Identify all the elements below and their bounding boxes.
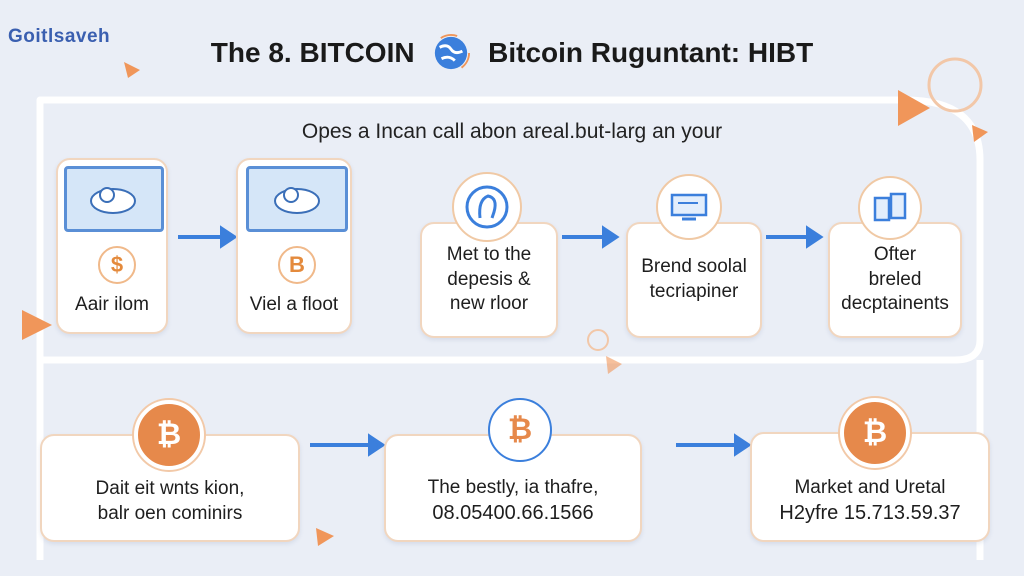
device-icon <box>656 174 722 240</box>
step-value: 08.05400.66.1566 <box>432 502 594 525</box>
flow-step-4: Brend soolal tecriapiner <box>626 222 762 338</box>
step-label: Dait eit wnts kion, balr oen cominirs <box>95 478 245 524</box>
triangle-decoration <box>316 528 334 546</box>
step-label: Aair ilom <box>75 294 149 316</box>
ring-decoration <box>587 329 609 351</box>
globe-icon <box>432 34 471 72</box>
documents-icon <box>858 176 922 240</box>
monitor-icon <box>246 166 348 232</box>
triangle-decoration <box>606 356 622 374</box>
step-label: The bestly, ia thafre, <box>427 476 599 498</box>
triangle-decoration <box>972 125 988 142</box>
step-label: Market and Uretal <box>794 476 946 498</box>
triangle-decoration <box>124 62 140 78</box>
step-label: Brend soolal tecriapiner <box>641 256 747 302</box>
ring-decoration <box>927 57 983 113</box>
flow-step-5: Ofter breled decptainents <box>828 222 962 338</box>
title-right: Bitcoin Ruguntant: HIBT <box>488 37 814 68</box>
flow-step-2: B Viel a floot <box>236 158 352 334</box>
head-icon <box>452 172 522 242</box>
arrow-icon <box>562 225 620 249</box>
step-label: Ofter breled decptainents <box>841 243 949 315</box>
triangle-decoration <box>898 90 930 126</box>
page-title: The 8. BITCOIN Bitcoin Ruguntant: HIBT <box>0 34 1024 72</box>
monitor-icon <box>64 166 164 232</box>
bitcoin-icon: ₿ <box>488 398 552 462</box>
subtitle: Opes a Incan call abon areal.but-larg an… <box>301 120 723 143</box>
arrow-icon <box>676 433 752 457</box>
step-label: Viel a floot <box>249 294 339 316</box>
arrow-icon <box>178 225 238 249</box>
arrow-icon <box>310 433 386 457</box>
arrow-icon <box>766 225 824 249</box>
dollar-coin-icon: $ <box>98 246 136 284</box>
title-left: The 8. BITCOIN <box>210 37 415 68</box>
flow-step-1: $ Aair ilom <box>56 158 168 334</box>
bitcoin-icon: ₿ <box>134 400 204 470</box>
triangle-decoration <box>22 310 52 340</box>
flow-step-3: Met to the depesis & new rloor <box>420 222 558 338</box>
bitcoin-coin-icon: B <box>278 246 316 284</box>
bitcoin-icon: ₿ <box>840 398 910 468</box>
step-label: Met to the depesis & new rloor <box>446 243 532 315</box>
brand-logo: Goitlsaveh <box>8 26 111 47</box>
step-value: H2yfre 15.713.59.37 <box>779 502 961 525</box>
